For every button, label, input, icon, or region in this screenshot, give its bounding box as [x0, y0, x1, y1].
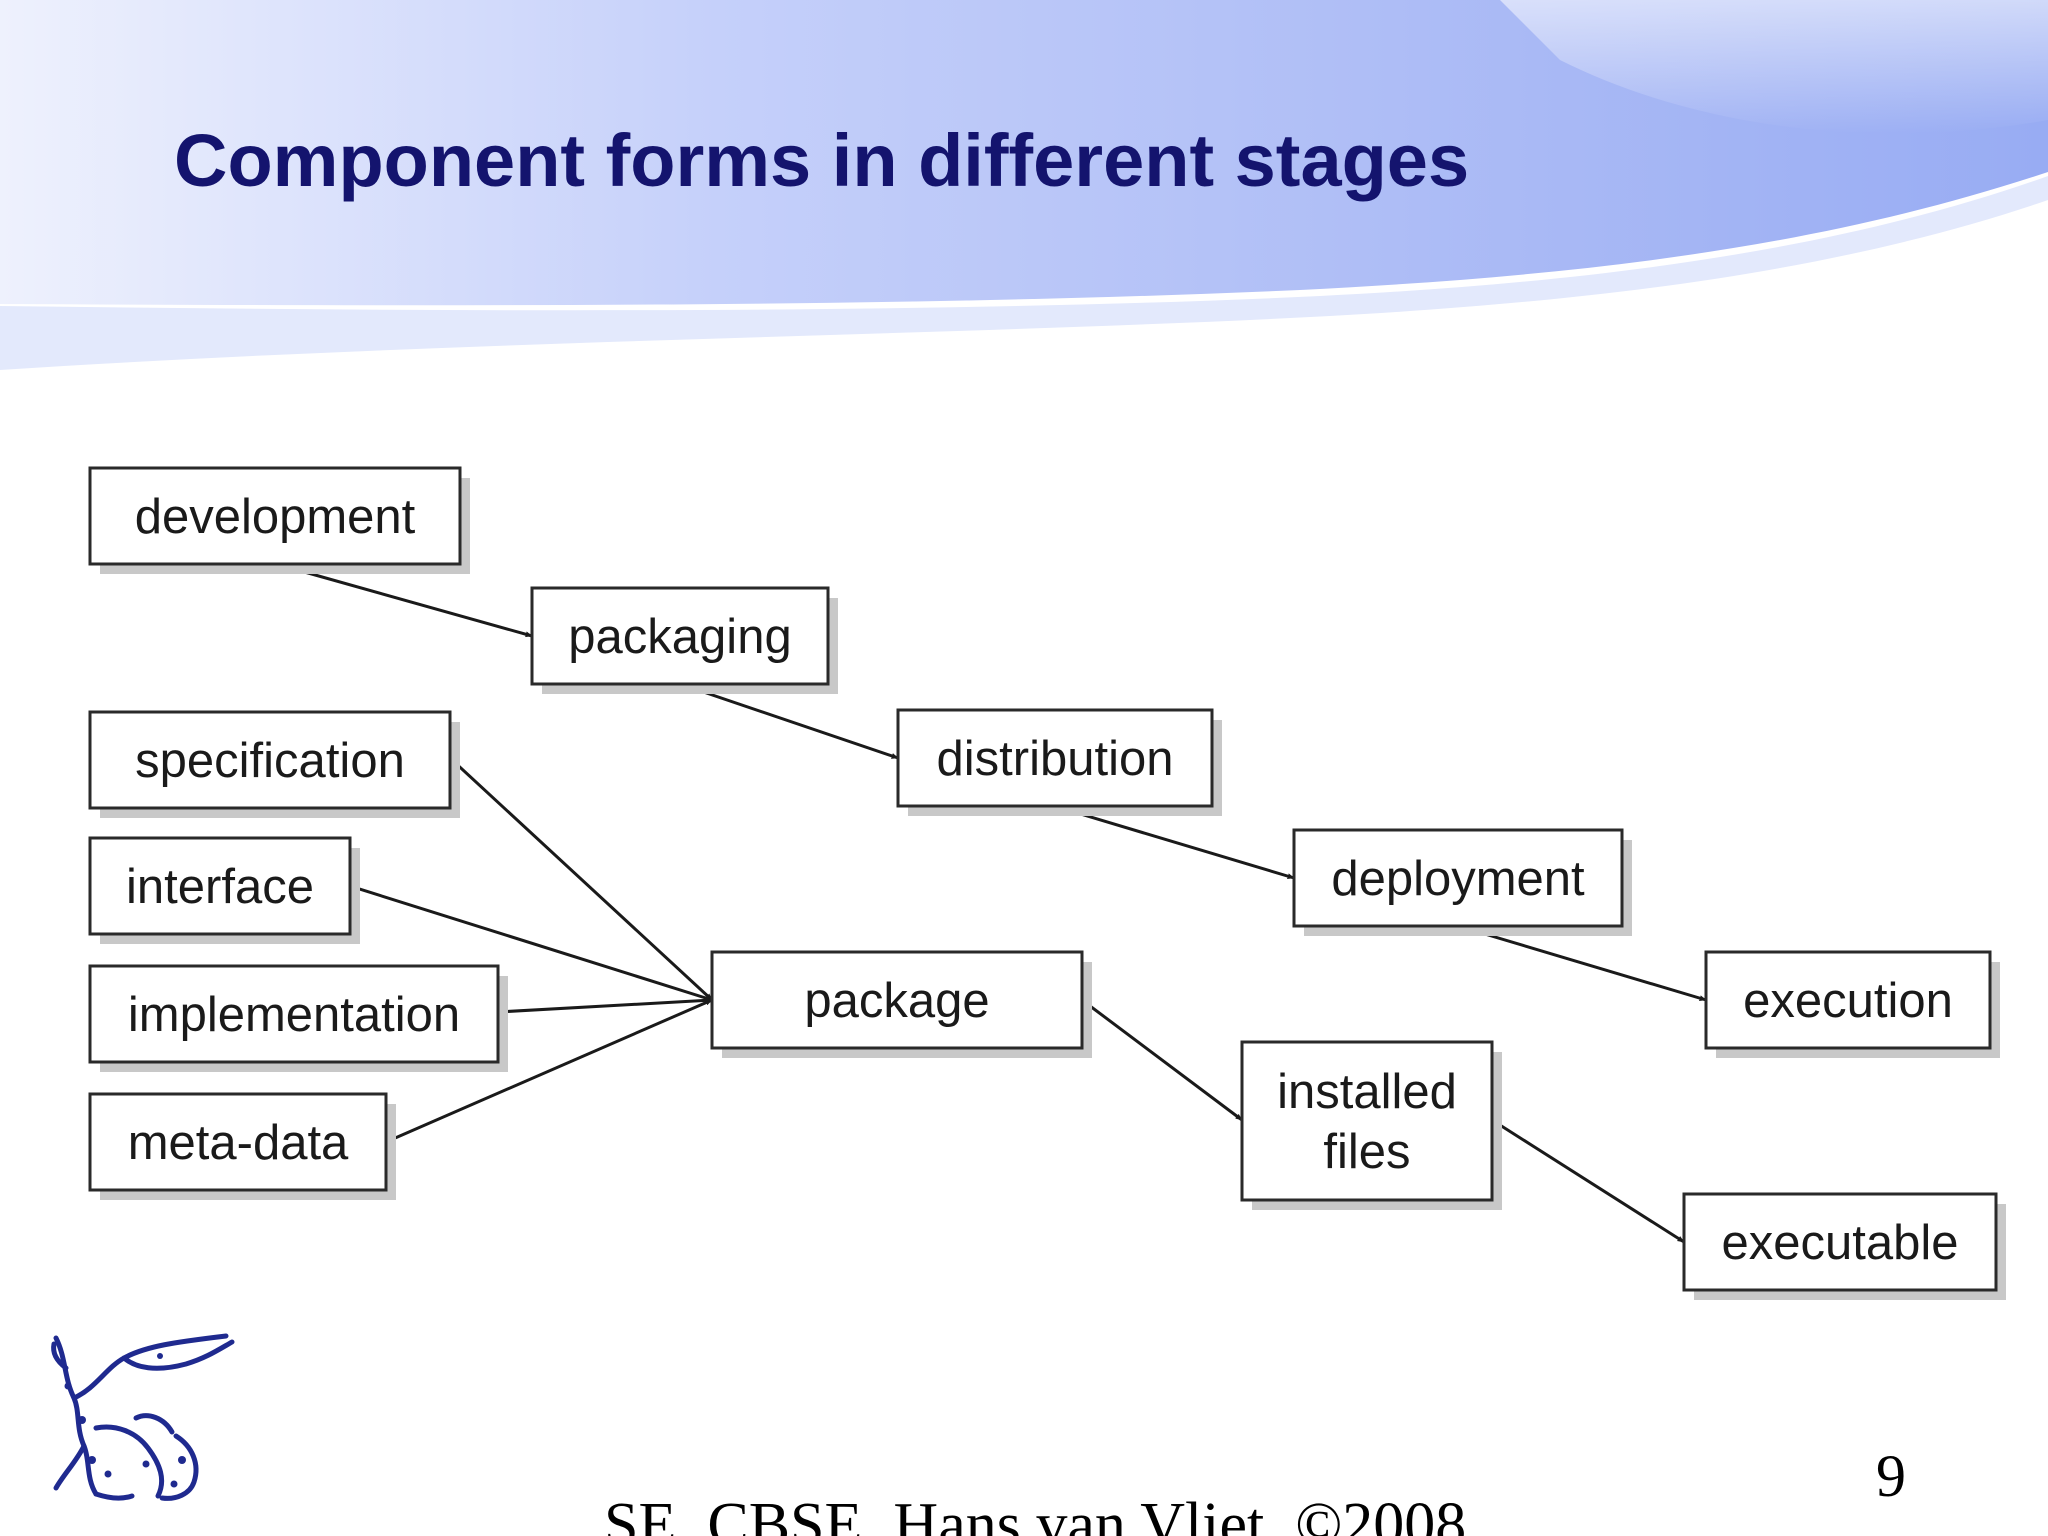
- header-background: [0, 0, 2048, 370]
- node-label: deployment: [1331, 852, 1585, 906]
- edges-layer: [275, 562, 1707, 1244]
- nodes-layer: development packaging distribution deployme…: [88, 466, 2006, 1300]
- node-label: executable: [1721, 1216, 1958, 1270]
- edge-specification-to-package: [448, 756, 714, 1002]
- node-box: [88, 964, 500, 1064]
- edge-package-to-installed-files: [1081, 998, 1243, 1122]
- node-box: [88, 1092, 388, 1192]
- node-label: execution: [1743, 974, 1953, 1028]
- node-development: development: [88, 466, 470, 574]
- edge-packaging-to-distribution: [679, 682, 899, 760]
- header-glow: [1500, 0, 2048, 134]
- node-interface: interface: [88, 836, 360, 944]
- node-packaging: packaging: [530, 586, 838, 694]
- header-wave: [0, 176, 2048, 370]
- edge-implementation-to-package: [497, 997, 713, 1014]
- node-specification: specification: [88, 710, 460, 818]
- node-box: [1682, 1192, 1998, 1292]
- slide-title: Component forms in different stages: [174, 119, 1470, 202]
- node-box: [88, 836, 352, 936]
- node-executable: executable: [1682, 1192, 2006, 1300]
- node-label: distribution: [937, 732, 1174, 786]
- node-label: interface: [126, 860, 314, 914]
- edge-development-to-packaging: [275, 562, 533, 638]
- edge-installed-files-to-executable: [1491, 1118, 1685, 1244]
- node-box: [88, 466, 462, 566]
- node-label: meta-data: [128, 1116, 349, 1170]
- node-distribution: distribution: [896, 708, 1222, 816]
- edge-distribution-to-deployment: [1053, 804, 1295, 880]
- header-band: [0, 0, 2048, 306]
- node-label: specification: [135, 734, 405, 788]
- footer-credit: SE, CBSE, Hans van Vliet, ©2008: [604, 1491, 1467, 1536]
- node-deployment: deployment: [1292, 828, 1632, 936]
- node-label: package: [804, 974, 989, 1028]
- edge-interface-to-package: [349, 884, 713, 1002]
- edge-meta-data-to-package: [385, 998, 713, 1144]
- node-label: packaging: [568, 610, 791, 664]
- node-box: [710, 950, 1084, 1050]
- node-box: [530, 586, 830, 686]
- node-box: [896, 708, 1214, 808]
- edge-deployment-to-execution: [1457, 924, 1707, 1002]
- node-box: [1704, 950, 1992, 1050]
- node-label: implementation: [128, 988, 460, 1042]
- node-package: package: [710, 950, 1092, 1058]
- page-number: 9: [1876, 1443, 1906, 1509]
- node-execution: execution: [1704, 950, 2000, 1058]
- node-label: development: [135, 490, 416, 544]
- node-box: [1292, 828, 1624, 928]
- node-implementation: implementation: [88, 964, 508, 1072]
- node-box: [1240, 1040, 1494, 1202]
- griffin-logo-icon: [51, 1333, 235, 1501]
- node-meta-data: meta-data: [88, 1092, 396, 1200]
- node-box: [88, 710, 452, 810]
